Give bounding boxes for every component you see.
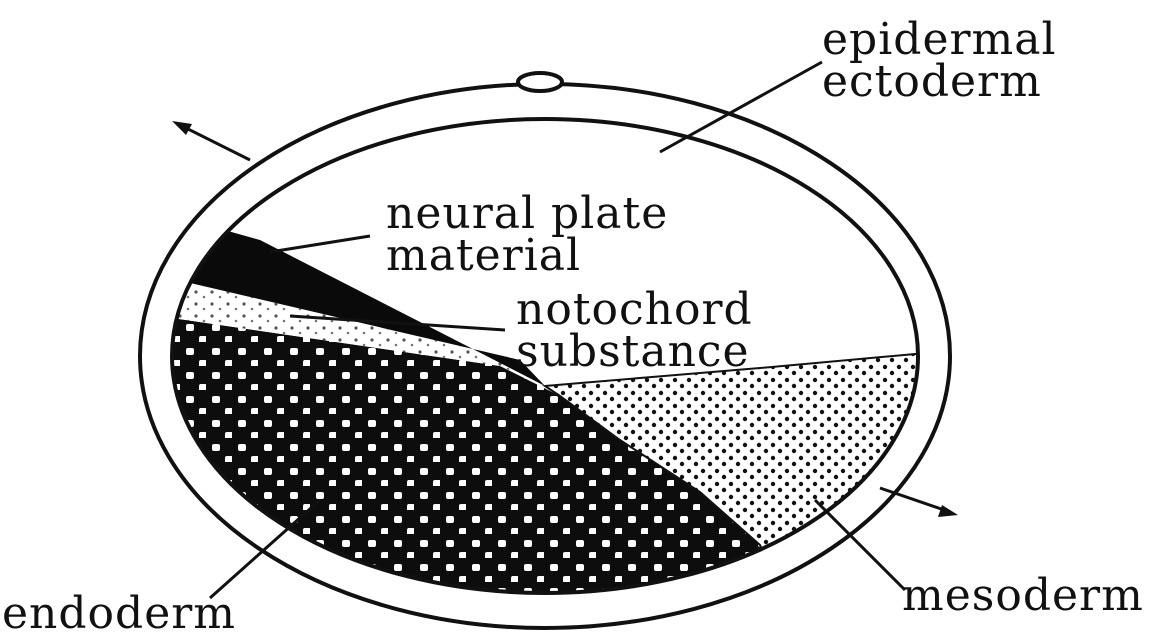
lower-right-arrow — [880, 488, 958, 517]
label-material: material — [386, 230, 581, 282]
top-small-oval — [518, 73, 562, 91]
epidermal-leader-line — [660, 62, 822, 152]
label-substance: substance — [516, 326, 750, 378]
label-mesoderm: mesoderm — [902, 570, 1144, 622]
label-ectoderm: ectoderm — [822, 56, 1042, 108]
neural-plate-leader-line — [270, 236, 370, 252]
mesoderm-leader-line — [815, 500, 905, 590]
label-endoderm: endoderm — [2, 588, 236, 640]
upper-left-arrow — [172, 121, 250, 160]
